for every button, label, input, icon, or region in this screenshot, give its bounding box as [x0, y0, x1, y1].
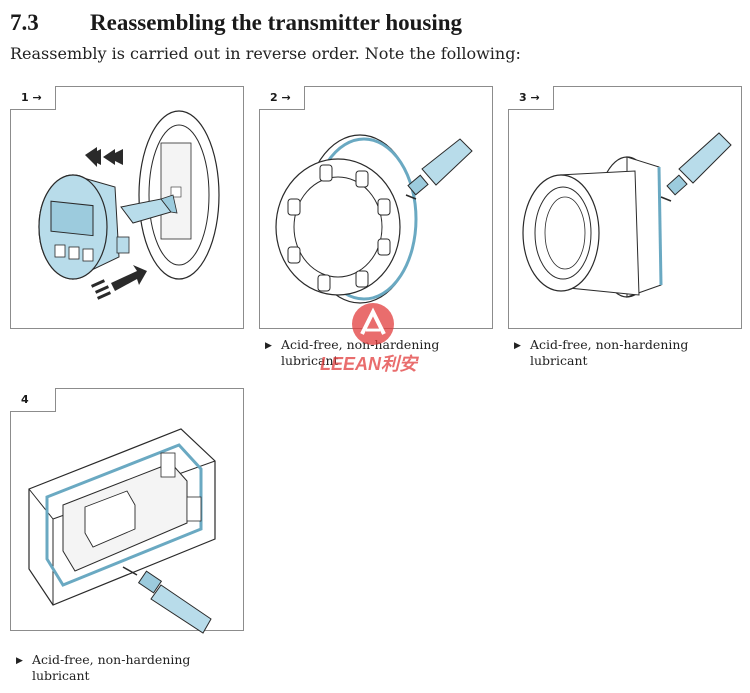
section-title: Reassembling the transmitter housing	[90, 10, 463, 35]
intro-text: Reassembly is carried out in reverse ord…	[10, 44, 521, 63]
bullet-icon: ▶	[265, 341, 272, 351]
figure-1: 1 →	[10, 86, 244, 329]
figure-4-tab: 4	[10, 388, 56, 412]
lubricant-tube-icon	[122, 566, 212, 634]
display-module-illustration	[38, 110, 220, 300]
figure-2-tab: 2 →	[259, 86, 305, 110]
housing-frame-illustration	[28, 428, 216, 634]
figure-3-tab: 3 →	[508, 86, 554, 110]
figure-1-tab: 1 →	[10, 86, 56, 110]
figure-4: 4	[10, 388, 244, 634]
push-arrow-icon	[91, 265, 147, 300]
figure-3: 3 →	[508, 86, 742, 329]
bullet-icon: ▶	[16, 656, 23, 666]
lubricant-tube-icon	[660, 132, 732, 202]
lubricant-tube-icon	[405, 138, 473, 200]
section-number: 7.3	[10, 10, 39, 35]
threaded-cover-illustration	[275, 134, 473, 304]
housing-cylinder-illustration	[522, 132, 732, 298]
figure-2: 2 →	[259, 86, 493, 329]
bullet-icon: ▶	[514, 341, 521, 351]
